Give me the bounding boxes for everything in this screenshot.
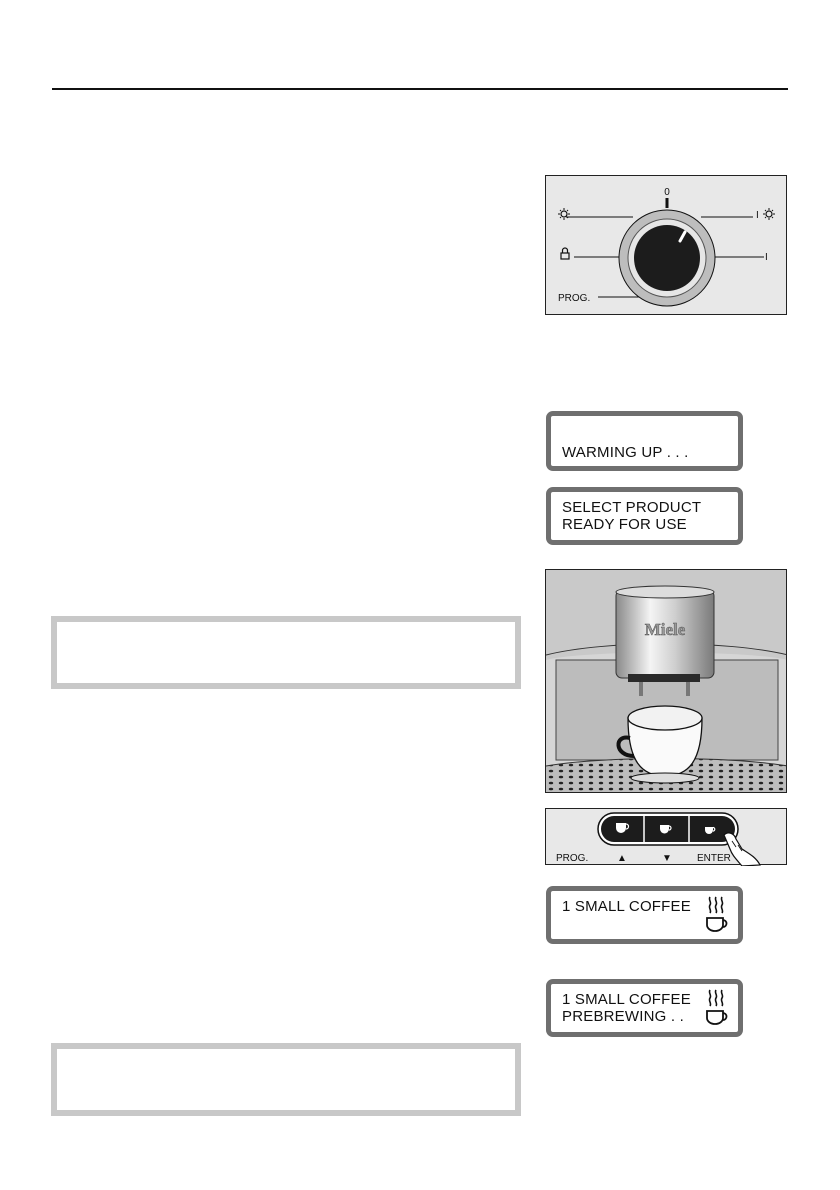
coffee-cup-icon bbox=[616, 705, 703, 784]
top-rule bbox=[52, 88, 788, 90]
display-warming-up: WARMING UP . . . bbox=[546, 411, 743, 471]
display-line: PREBREWING . . bbox=[562, 1008, 684, 1025]
button-panel-drawing: PROG. ▲ ▼ ENTER bbox=[556, 812, 761, 866]
large-cup-button[interactable] bbox=[616, 823, 630, 833]
dial-prog-label: PROG. bbox=[558, 293, 590, 304]
lock-icon bbox=[560, 247, 570, 260]
display-ready: SELECT PRODUCT READY FOR USE bbox=[546, 487, 743, 545]
light-icon bbox=[763, 208, 775, 220]
selector-panel: 0 I I PROG. bbox=[545, 175, 787, 315]
medium-cup-button[interactable] bbox=[660, 825, 672, 834]
up-arrow-icon: ▲ bbox=[617, 853, 627, 864]
dial-on-light-label: I bbox=[756, 210, 759, 221]
display-line: 1 SMALL COFFEE bbox=[562, 991, 691, 1008]
selector-drawing: 0 I I PROG. bbox=[558, 187, 775, 307]
coffee-machine-illustration: Miele bbox=[545, 569, 787, 793]
down-arrow-icon: ▼ bbox=[662, 853, 672, 864]
display-line: SELECT PRODUCT bbox=[562, 499, 702, 516]
note-box bbox=[51, 616, 521, 689]
finger-icon bbox=[723, 832, 761, 866]
machine-drawing: Miele bbox=[546, 570, 786, 792]
steam-cup-icon bbox=[706, 896, 728, 932]
display-line: WARMING UP . . . bbox=[562, 444, 689, 461]
selector-knob[interactable] bbox=[618, 209, 716, 307]
dial-zero-label: 0 bbox=[664, 187, 670, 198]
display-prebrewing: 1 SMALL COFFEE PREBREWING . . bbox=[546, 979, 743, 1037]
note-box bbox=[51, 1043, 521, 1116]
display-line: 1 SMALL COFFEE bbox=[562, 898, 691, 915]
button-prog-label: PROG. bbox=[556, 853, 588, 864]
display-small-coffee: 1 SMALL COFFEE bbox=[546, 886, 743, 944]
display-line: READY FOR USE bbox=[562, 516, 687, 533]
steam-cup-icon bbox=[706, 989, 728, 1025]
light-icon bbox=[558, 208, 570, 220]
brand-logo: Miele bbox=[645, 620, 686, 639]
enter-label: ENTER bbox=[697, 853, 731, 864]
dial-on-label: I bbox=[765, 252, 768, 263]
small-cup-button[interactable] bbox=[705, 826, 716, 834]
button-panel: PROG. ▲ ▼ ENTER bbox=[545, 808, 787, 866]
